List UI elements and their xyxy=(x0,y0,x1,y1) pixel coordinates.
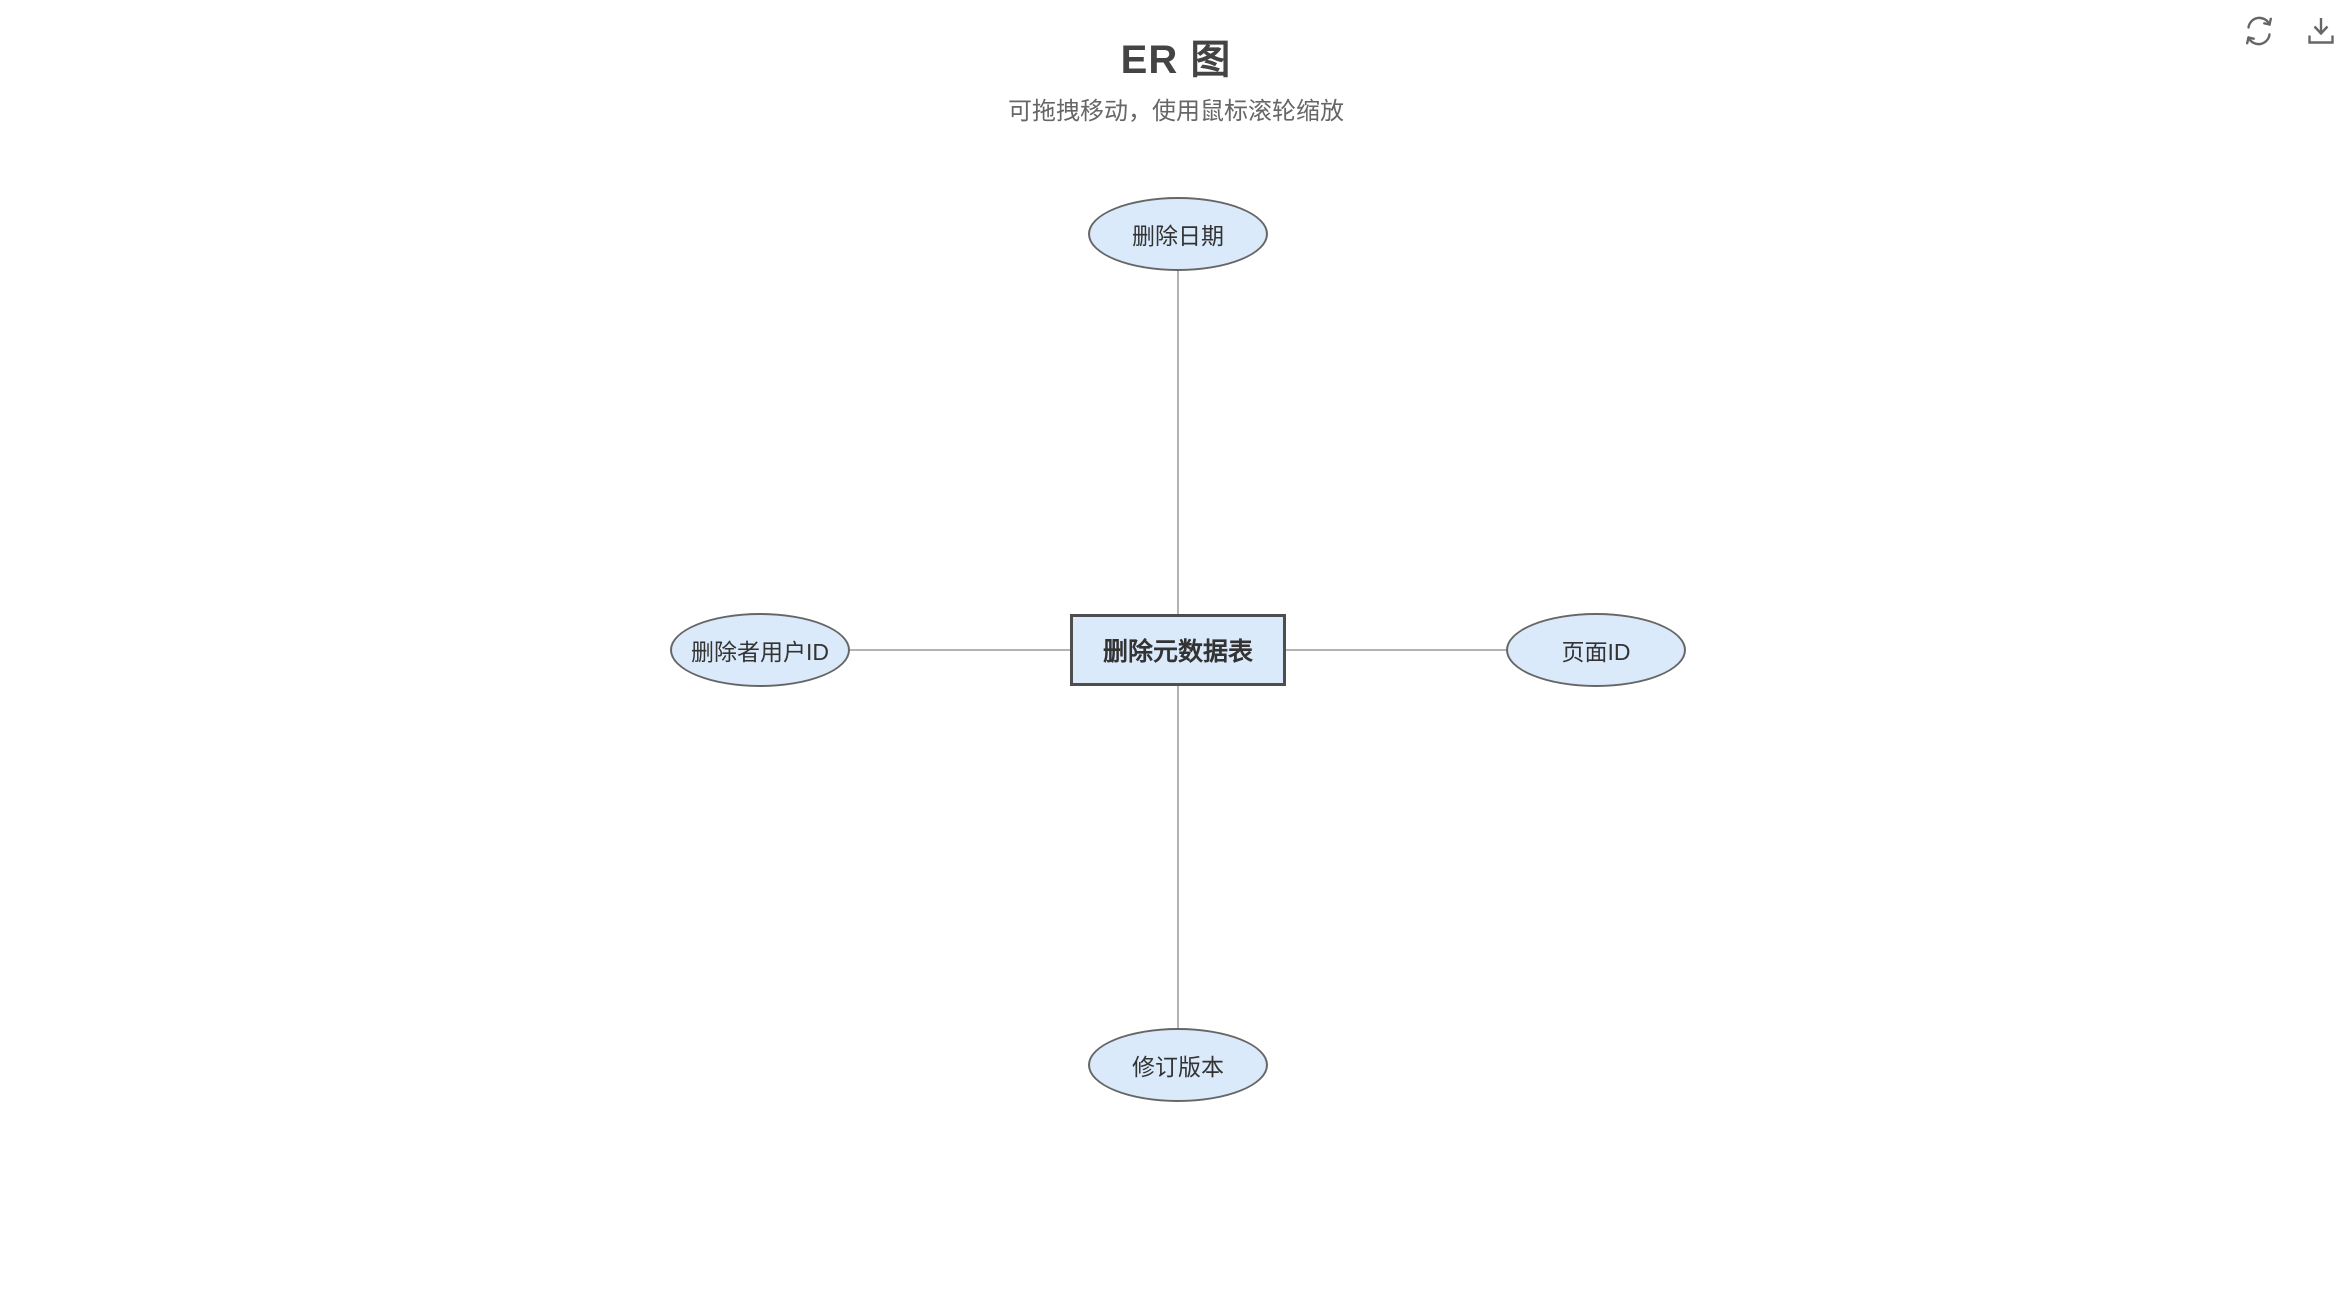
connector-line-right xyxy=(1286,649,1506,651)
entity-label: 删除元数据表 xyxy=(1102,638,1253,666)
attribute-node-top[interactable]: 删除日期 xyxy=(1088,197,1268,271)
attribute-label: 页面ID xyxy=(1561,639,1631,665)
attribute-label: 删除者用户ID xyxy=(691,639,829,665)
connector-line-bottom xyxy=(1177,686,1179,1028)
download-button[interactable] xyxy=(2298,8,2344,54)
attribute-node-right[interactable]: 页面ID xyxy=(1506,613,1686,687)
download-icon xyxy=(2308,18,2334,44)
connector-line-top xyxy=(1177,271,1179,614)
refresh-button[interactable] xyxy=(2236,8,2282,54)
entity-node[interactable]: 删除元数据表 xyxy=(1070,614,1286,686)
connector-line-left xyxy=(850,649,1070,651)
attribute-label: 修订版本 xyxy=(1132,1054,1224,1080)
toolbar xyxy=(2236,8,2344,54)
refresh-icon xyxy=(2246,16,2272,46)
attribute-label: 删除日期 xyxy=(1132,223,1224,249)
attribute-node-bottom[interactable]: 修订版本 xyxy=(1088,1028,1268,1102)
attribute-node-left[interactable]: 删除者用户ID xyxy=(670,613,850,687)
